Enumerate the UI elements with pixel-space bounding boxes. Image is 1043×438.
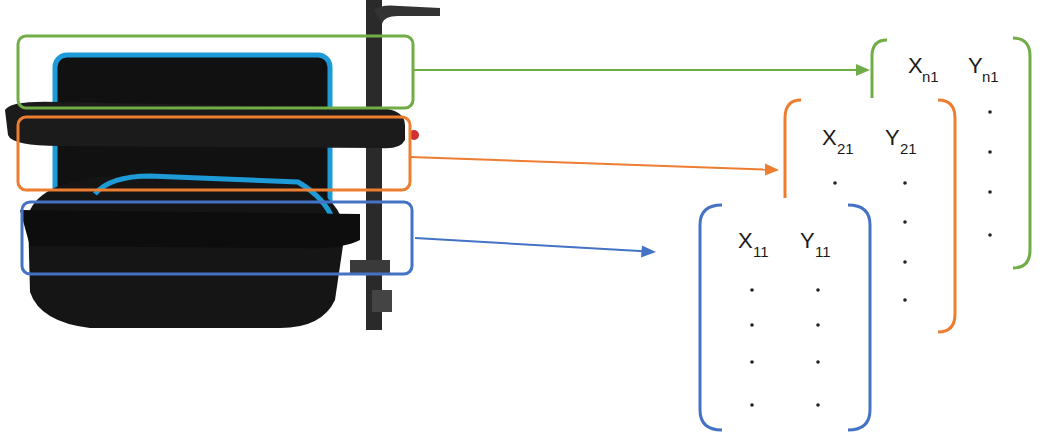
matrix-bracket xyxy=(938,100,955,332)
leader-arrow xyxy=(415,238,644,251)
matrix-bracket xyxy=(700,205,722,430)
leader-arrow xyxy=(413,69,858,71)
ellipsis-dots xyxy=(750,110,992,407)
dot xyxy=(903,181,907,185)
matrix-bracket xyxy=(872,40,887,98)
matrix-symbol: X xyxy=(738,230,753,252)
region-box xyxy=(18,117,410,190)
dot xyxy=(816,288,820,292)
arrow-head xyxy=(765,164,779,176)
matrix-subscript: 21 xyxy=(900,141,917,156)
matrix-bracket xyxy=(1013,38,1030,268)
matrix-symbol: Y xyxy=(968,55,983,77)
matrix-bracket xyxy=(785,100,801,198)
frame-clip xyxy=(350,260,390,274)
region-box xyxy=(18,36,413,108)
matrix-symbol: Y xyxy=(885,127,900,149)
matrix-subscript: n1 xyxy=(922,69,939,84)
dot xyxy=(988,110,992,114)
arrow-head xyxy=(856,64,870,76)
bag-pocket-flap xyxy=(20,210,360,248)
matrix-subscript: 21 xyxy=(837,141,854,156)
arrow-head xyxy=(641,246,656,258)
dot xyxy=(903,260,907,264)
leader-arrow xyxy=(410,157,767,170)
dot xyxy=(833,181,837,185)
matrix-subscript: n1 xyxy=(982,69,999,84)
dot xyxy=(816,403,820,407)
matrix-symbol: Y xyxy=(800,230,815,252)
region-box xyxy=(22,202,412,274)
frame-clip xyxy=(372,290,392,312)
dot xyxy=(750,360,754,364)
frame-handle xyxy=(374,6,440,25)
dot xyxy=(750,403,754,407)
dot xyxy=(816,323,820,327)
dot xyxy=(988,233,992,237)
matrix-bracket xyxy=(848,205,870,430)
dot xyxy=(750,288,754,292)
bag-pocket xyxy=(28,176,345,328)
dot xyxy=(903,298,907,302)
dot xyxy=(750,323,754,327)
dot xyxy=(988,190,992,194)
frame-pole xyxy=(366,0,382,330)
matrix-subscript: 11 xyxy=(753,244,769,259)
matrix-symbol: X xyxy=(822,127,837,149)
dot xyxy=(903,220,907,224)
matrix-subscript: 11 xyxy=(815,244,831,259)
dot xyxy=(816,360,820,364)
matrix-symbol: X xyxy=(908,55,923,77)
dot xyxy=(988,150,992,154)
